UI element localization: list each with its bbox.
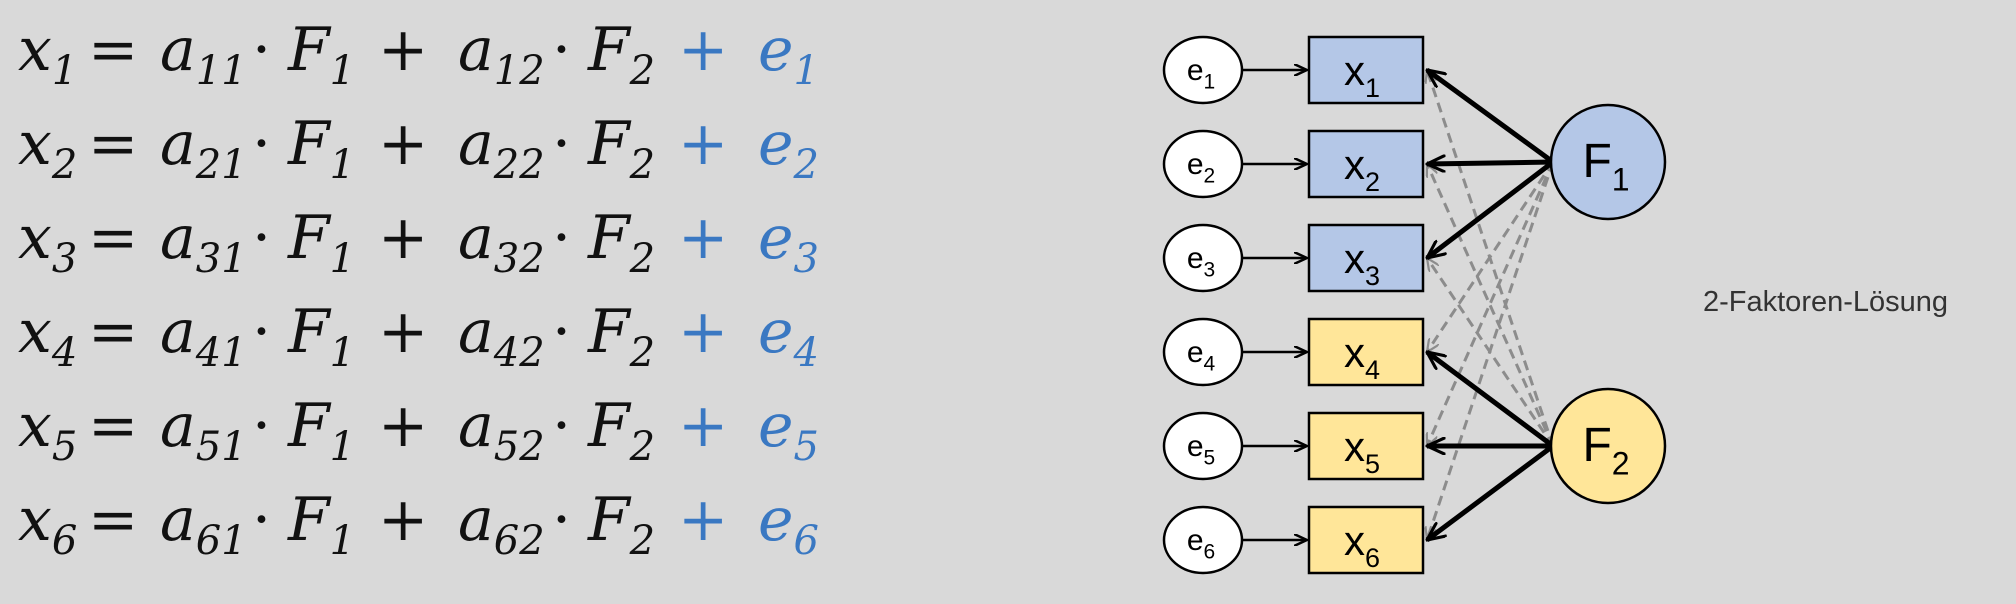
equation-block: x1=a11·F1+a12·F2+e1 x2=a21·F1+a22·F2+e2 x3… [18, 15, 819, 564]
error-label-e3: e3 [1187, 242, 1215, 281]
primary-loading-arrows [1427, 70, 1555, 540]
error-label-e6: e6 [1187, 524, 1215, 563]
cross-loading-F2-x1 [1427, 70, 1555, 447]
variable-label-x4: x4 [1344, 329, 1380, 385]
equation-5: x5=a51·F1+a52·F2+e5 [18, 391, 819, 470]
factor-node-F2 [1549, 387, 1667, 505]
cross-loading-F2-x3 [1427, 258, 1555, 447]
error-term-nodes: e1 e2 e3 e4 e5 e6 [1162, 35, 1307, 575]
variable-box-x5 [1307, 411, 1425, 481]
factor-node-F1 [1549, 103, 1667, 221]
error-label-e4: e4 [1187, 336, 1216, 375]
primary-loading-F1-x1 [1427, 70, 1555, 165]
equation-1: x1=a11·F1+a12·F2+e1 [18, 15, 819, 94]
variable-label-x3: x3 [1344, 235, 1380, 291]
observed-variable-nodes: x1 x2 x3 x4 x5 x6 [1307, 35, 1425, 575]
primary-loading-F1-x3 [1427, 160, 1555, 258]
factor-label-F2: F2 [1582, 419, 1629, 481]
variable-label-x1: x1 [1344, 47, 1380, 103]
variable-box-x2 [1307, 129, 1425, 199]
equation-4: x4=a41·F1+a42·F2+e4 [18, 297, 819, 376]
variable-box-x6 [1307, 505, 1425, 575]
primary-loading-F2-x4 [1427, 352, 1555, 449]
primary-loading-F1-x2 [1427, 162, 1554, 164]
equation-6: x6=a61·F1+a62·F2+e6 [18, 485, 819, 564]
variable-box-x3 [1307, 223, 1425, 293]
variable-label-x6: x6 [1344, 517, 1380, 573]
cross-loading-arrows [1425, 70, 1555, 540]
cross-loading-F2-x2 [1425, 164, 1555, 447]
factor-label-F1: F1 [1582, 135, 1629, 197]
cross-loading-F1-x5 [1425, 161, 1555, 446]
error-label-e5: e5 [1187, 430, 1215, 469]
error-label-e1: e1 [1187, 54, 1215, 93]
equation-3: x3=a31·F1+a32·F2+e3 [18, 203, 819, 282]
variable-label-x5: x5 [1344, 423, 1380, 479]
variable-box-x1 [1307, 35, 1425, 105]
variable-label-x2: x2 [1344, 141, 1380, 197]
error-label-e2: e2 [1187, 148, 1215, 187]
solution-caption: 2-Faktoren-Lösung [1703, 286, 1948, 318]
variable-box-x4 [1307, 317, 1425, 387]
equation-2: x2=a21·F1+a22·F2+e2 [18, 109, 819, 188]
primary-loading-F2-x6 [1427, 443, 1555, 540]
